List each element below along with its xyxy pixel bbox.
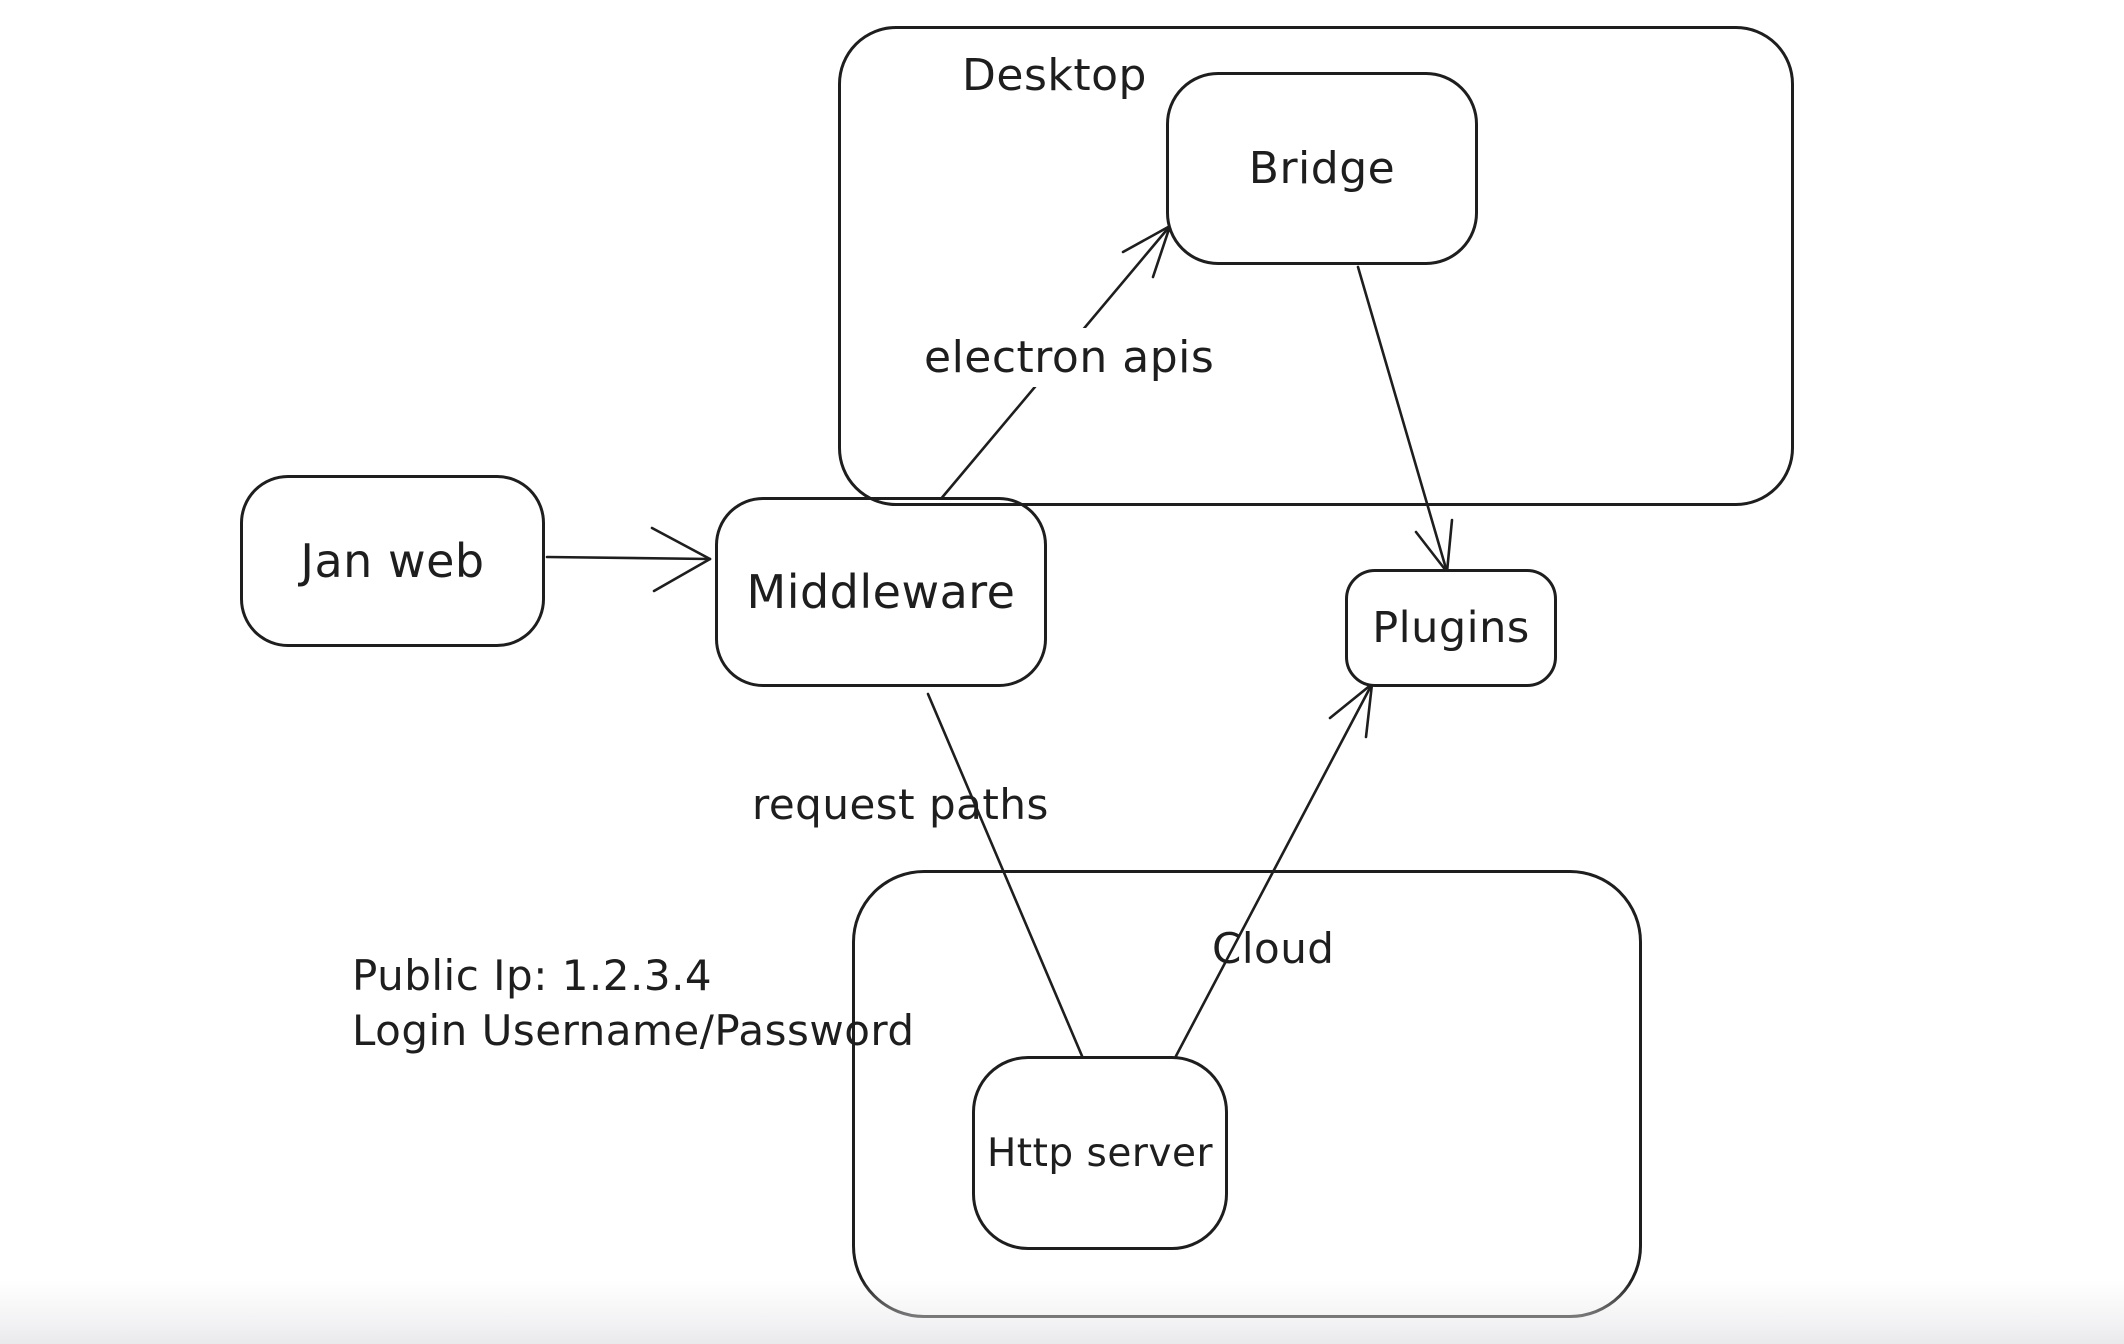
edge-janweb-to-middleware-line[interactable] bbox=[545, 555, 712, 561]
node-plugins-label: Plugins bbox=[1372, 603, 1530, 653]
arrowhead-up-right-icon bbox=[1121, 224, 1172, 279]
annotation-line-public-ip: Public Ip: 1.2.3.4 bbox=[352, 951, 713, 1000]
edge-bridge-to-plugins-line[interactable] bbox=[1356, 265, 1449, 574]
edge-httpserver-to-plugins[interactable] bbox=[1174, 682, 1374, 1058]
edge-middleware-to-httpserver[interactable] bbox=[926, 692, 1084, 1058]
edge-label-request-paths[interactable]: request paths bbox=[752, 780, 1049, 829]
arrowhead-down-icon bbox=[1414, 518, 1454, 574]
annotation-line-login: Login Username/Password bbox=[352, 1006, 915, 1055]
edge-label-electron-apis[interactable]: electron apis bbox=[914, 328, 1225, 387]
arrowhead-right-icon bbox=[650, 526, 712, 593]
node-bridge-label: Bridge bbox=[1248, 143, 1396, 194]
node-bridge[interactable]: Bridge bbox=[1166, 72, 1478, 265]
node-middleware-label: Middleware bbox=[746, 565, 1016, 619]
edge-bridge-to-plugins[interactable] bbox=[1356, 265, 1454, 574]
container-cloud-label: Cloud bbox=[1212, 924, 1335, 973]
node-jan-web-label: Jan web bbox=[300, 534, 485, 588]
node-plugins[interactable]: Plugins bbox=[1345, 569, 1557, 687]
node-jan-web[interactable]: Jan web bbox=[240, 475, 545, 647]
container-desktop-label: Desktop bbox=[962, 50, 1147, 101]
annotation-public-ip[interactable]: Public Ip: 1.2.3.4 Login Username/Passwo… bbox=[352, 948, 915, 1058]
arrowhead-up-right-icon bbox=[1328, 682, 1374, 739]
node-middleware[interactable]: Middleware bbox=[715, 497, 1047, 687]
edge-middleware-to-httpserver-line[interactable] bbox=[926, 692, 1084, 1058]
node-http-server-label: Http server bbox=[986, 1130, 1214, 1176]
node-http-server[interactable]: Http server bbox=[972, 1056, 1228, 1250]
edge-httpserver-to-plugins-line[interactable] bbox=[1174, 682, 1374, 1058]
edge-janweb-to-middleware[interactable] bbox=[545, 526, 712, 593]
